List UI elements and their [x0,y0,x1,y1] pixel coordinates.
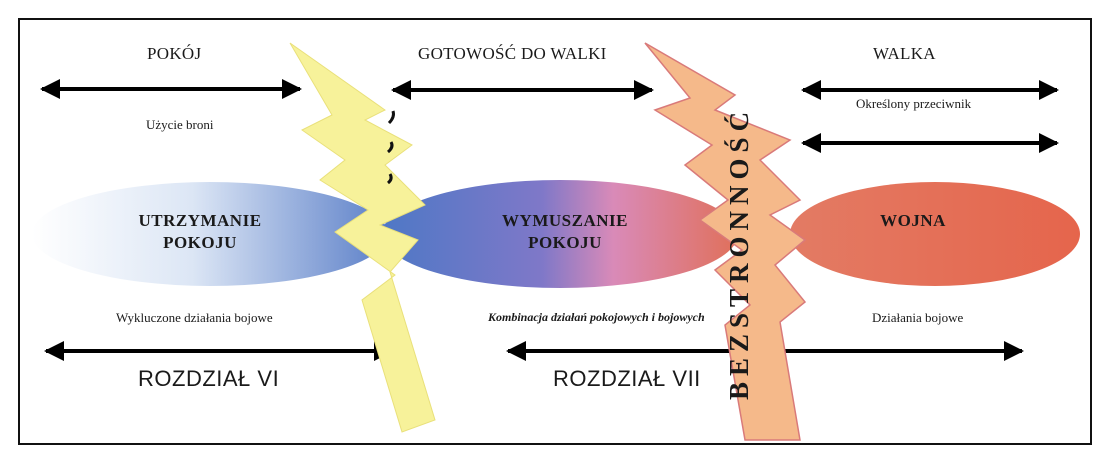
desc-combination: Kombinacja działań pokojowych i bojowych [488,310,705,324]
war-ellipse [790,182,1080,286]
desc-combat-ops: Działania bojowe [872,310,964,325]
label-combat: WALKA [873,44,936,63]
lightning-right-icon [644,42,807,441]
peacekeeping-ellipse [32,182,388,286]
zone-peace-enforcement: WYMUSZANIE POKOJU [502,211,628,252]
lightning-mark-icon [387,173,393,185]
lightning-mark-icon [386,141,394,154]
label-neutrality: BEZSTRONNOŚĆ [724,105,754,400]
chapter-vii: ROZDZIAŁ VII [553,366,701,391]
peace-enforcement-ellipse [382,180,738,288]
desc-no-combat: Wykluczone działania bojowe [116,310,273,325]
lightning-left-icon [289,42,436,433]
label-defined-enemy: Określony przeciwnik [856,96,972,111]
chapter-vi: ROZDZIAŁ VI [138,366,280,391]
zone-peacekeeping: UTRZYMANIE POKOJU [138,211,262,252]
zone-war: WOJNA [880,211,946,230]
label-peace: POKÓJ [147,44,202,63]
label-use-of-weapons: Użycie broni [146,117,214,132]
label-readiness: GOTOWOŚĆ DO WALKI [418,44,607,63]
lightning-mark-icon [387,110,395,125]
